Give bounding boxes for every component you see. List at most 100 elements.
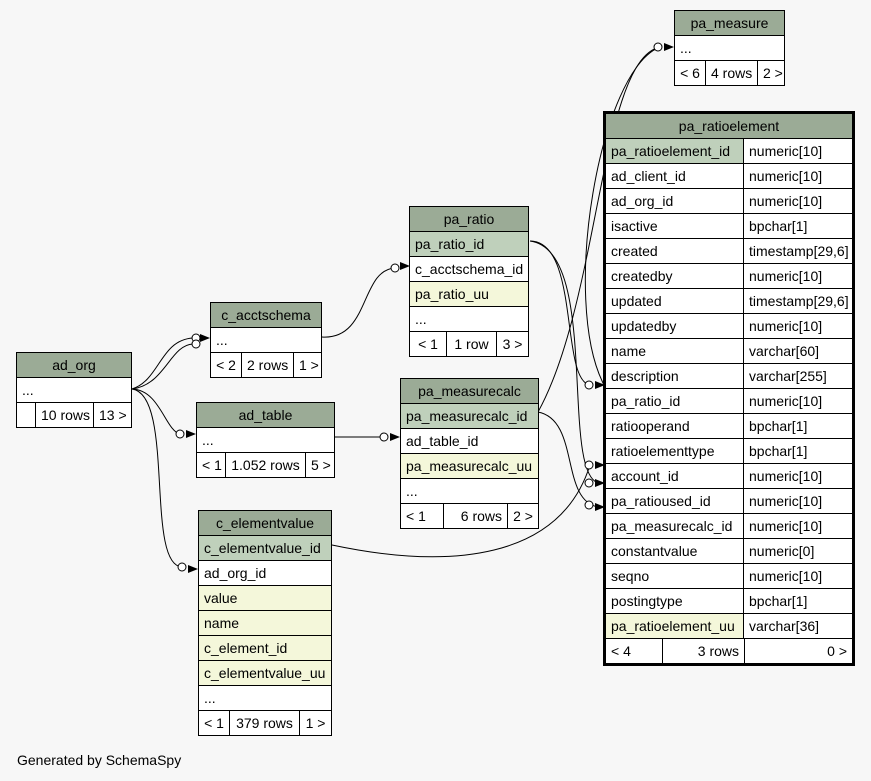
column-name: updatedby	[611, 318, 677, 334]
column-c-acctschema-id: c_acctschema_id	[415, 261, 524, 277]
table-title[interactable]: c_elementvalue	[199, 511, 331, 536]
row-count: 6 rows	[443, 504, 507, 528]
column-row: updated timestamp[29,6]	[606, 289, 852, 314]
column-name: postingtype	[611, 593, 683, 609]
column-type: numeric[10]	[743, 389, 852, 413]
column-ad-org-id: ad_org_id	[204, 565, 267, 581]
column-ellipsis: ...	[22, 382, 34, 398]
column-ellipsis: ...	[202, 432, 214, 448]
table-title[interactable]: pa_measurecalc	[401, 379, 538, 404]
column-c-elementvalue-id: c_elementvalue_id	[204, 540, 321, 556]
column-pa-ratio-id: pa_ratio_id	[415, 236, 485, 252]
row-count: 4 rows	[705, 61, 757, 85]
column-row: seqno numeric[10]	[606, 564, 852, 589]
column-name: constantvalue	[611, 543, 698, 559]
table-pa-measure[interactable]: pa_measure ... < 6 4 rows 2 >	[674, 10, 785, 86]
parents-count[interactable]: < 4	[611, 643, 631, 659]
parents-count	[17, 403, 35, 427]
edge-acctschema-ratio	[321, 267, 396, 338]
table-pa-ratio[interactable]: pa_ratio pa_ratio_id c_acctschema_id pa_…	[409, 206, 529, 357]
parents-count[interactable]: < 1	[202, 457, 222, 473]
column-name: updated	[611, 293, 662, 309]
children-count[interactable]: 2 >	[507, 504, 538, 528]
parents-count[interactable]: < 1	[418, 336, 438, 352]
table-pa-measurecalc[interactable]: pa_measurecalc pa_measurecalc_id ad_tabl…	[400, 378, 539, 529]
column-row: postingtype bpchar[1]	[606, 589, 852, 614]
column-name: ad_client_id	[611, 168, 686, 184]
column-type: bpchar[1]	[743, 439, 852, 463]
column-ellipsis: ...	[204, 690, 216, 706]
table-c-elementvalue[interactable]: c_elementvalue c_elementvalue_id ad_org_…	[198, 510, 332, 736]
table-title[interactable]: ad_org	[17, 353, 131, 378]
children-count[interactable]: 0 >	[744, 639, 852, 663]
parents-count[interactable]: < 1	[204, 715, 224, 731]
column-name: account_id	[611, 468, 679, 484]
column-name: pa_ratio_id	[611, 393, 681, 409]
table-ad-table[interactable]: ad_table ... < 1 1.052 rows 5 >	[196, 402, 335, 478]
column-name: pa_ratioused_id	[611, 493, 711, 509]
column-ad-table-id: ad_table_id	[406, 433, 479, 449]
table-title[interactable]: pa_measure	[675, 11, 784, 36]
table-title[interactable]: c_acctschema	[211, 303, 321, 328]
column-name: seqno	[611, 568, 650, 584]
column-name: ratioelementtype	[611, 443, 715, 459]
column-row: pa_measurecalc_id numeric[10]	[606, 514, 852, 539]
table-c-acctschema[interactable]: c_acctschema ... < 2 2 rows 1 >	[210, 302, 322, 378]
edge-ratio-ratioused	[529, 240, 599, 484]
table-title[interactable]: ad_table	[197, 403, 334, 428]
generated-by-footer: Generated by SchemaSpy	[17, 752, 182, 768]
column-type: numeric[10]	[743, 139, 852, 163]
children-count[interactable]: 1 >	[299, 711, 331, 735]
column-type: timestamp[29,6]	[743, 289, 852, 313]
column-type: numeric[10]	[743, 189, 852, 213]
column-ellipsis: ...	[680, 40, 692, 56]
column-row: ratioelementtype bpchar[1]	[606, 439, 852, 464]
column-type: numeric[10]	[743, 489, 852, 513]
column-row: constantvalue numeric[0]	[606, 539, 852, 564]
edge-ratio-ratioelement	[529, 240, 591, 386]
parents-count[interactable]: < 1	[406, 508, 426, 524]
column-pa-measurecalc-id: pa_measurecalc_id	[406, 408, 528, 424]
children-count[interactable]: 2 >	[757, 61, 784, 85]
column-type: bpchar[1]	[743, 589, 852, 613]
children-count[interactable]: 3 >	[496, 332, 528, 356]
children-count[interactable]: 13 >	[93, 403, 131, 427]
column-type: numeric[10]	[743, 264, 852, 288]
column-name: description	[611, 368, 679, 384]
parents-count[interactable]: < 2	[216, 357, 236, 373]
column-type: varchar[255]	[743, 364, 852, 388]
column-type: varchar[36]	[743, 614, 852, 638]
column-ellipsis: ...	[415, 311, 427, 327]
column-type: numeric[0]	[743, 539, 852, 563]
row-count: 2 rows	[241, 353, 293, 377]
column-name: ratiooperand	[611, 418, 690, 434]
column-type: numeric[10]	[743, 564, 852, 588]
edge-org-adtable	[131, 388, 181, 435]
children-count[interactable]: 5 >	[305, 453, 334, 477]
column-row: pa_ratioused_id numeric[10]	[606, 489, 852, 514]
column-type: varchar[60]	[743, 339, 852, 363]
parents-count[interactable]: < 6	[680, 65, 700, 81]
children-count[interactable]: 1 >	[293, 353, 321, 377]
column-row: description varchar[255]	[606, 364, 852, 389]
table-ad-org[interactable]: ad_org ... 10 rows 13 >	[16, 352, 132, 428]
column-value: value	[204, 590, 238, 606]
column-name: createdby	[611, 268, 673, 284]
column-type: numeric[10]	[743, 514, 852, 538]
column-name: created	[611, 243, 658, 259]
edge-measurecalc-ratioelement	[537, 411, 599, 508]
table-title[interactable]: pa_ratio	[410, 207, 528, 232]
column-name: pa_measurecalc_id	[611, 518, 733, 534]
column-type: bpchar[1]	[743, 214, 852, 238]
table-title[interactable]: pa_ratioelement	[606, 114, 852, 139]
edge-org-elementvalue	[131, 388, 183, 568]
column-name: pa_ratioelement_uu	[606, 614, 743, 638]
